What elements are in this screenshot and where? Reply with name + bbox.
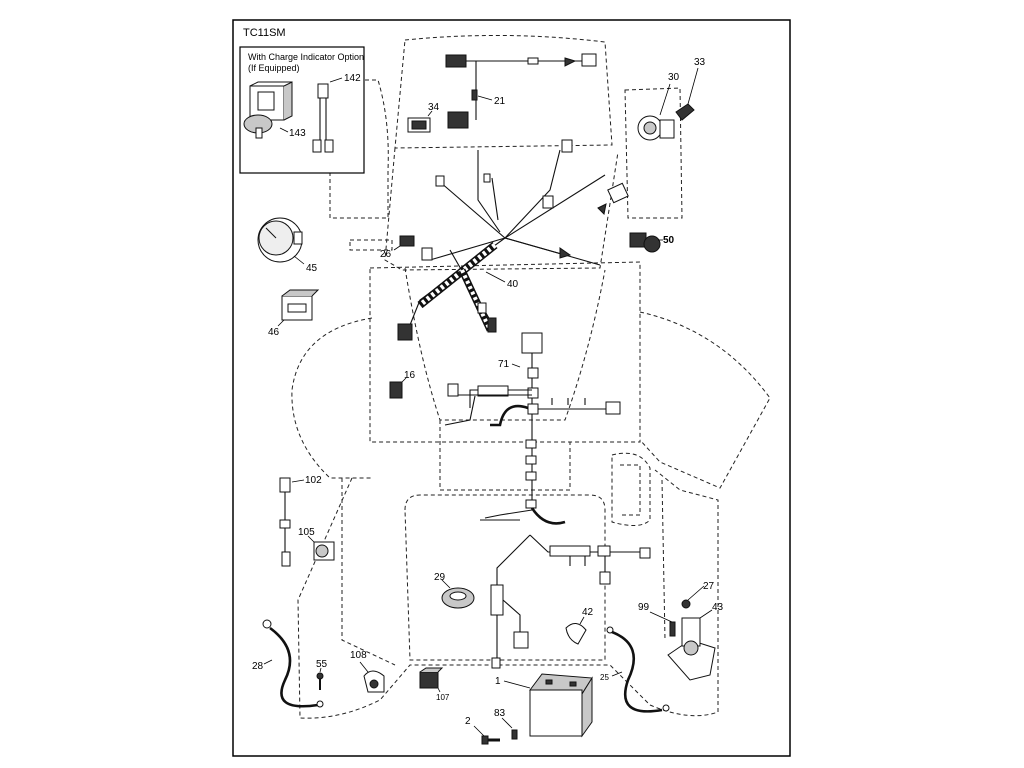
- callout-33: 33: [694, 57, 706, 68]
- callout-55: 55: [316, 659, 328, 670]
- callout-43: 43: [712, 602, 724, 613]
- charge-indicator-harness: [312, 83, 334, 153]
- part-107: [419, 667, 444, 689]
- switch-16: [389, 381, 403, 399]
- callout-26: 26: [380, 249, 392, 260]
- fuse-holder-102: [279, 477, 291, 567]
- clip-42: [565, 623, 587, 645]
- cable-28: [262, 619, 324, 708]
- callout-42: 42: [582, 607, 594, 618]
- callout-25: 25: [600, 673, 609, 682]
- callout-143: 143: [289, 128, 306, 139]
- callout-34: 34: [428, 102, 440, 113]
- callout-29: 29: [434, 572, 446, 583]
- callout-105: 105: [298, 527, 315, 538]
- main-harness-40: [397, 139, 629, 341]
- lower-harness: [490, 534, 651, 669]
- callout-2: 2: [465, 716, 471, 727]
- hour-meter-46: [281, 289, 320, 321]
- callout-40: 40: [507, 279, 519, 290]
- callout-50: 50: [663, 235, 675, 246]
- part-29: [441, 587, 475, 609]
- callout-107: 107: [436, 693, 450, 702]
- pto-switch-50: [629, 232, 661, 253]
- callout-27: 27: [703, 581, 715, 592]
- diagram-code: TC11SM: [243, 27, 286, 39]
- callout-46: 46: [268, 327, 280, 338]
- battery-1: [529, 673, 593, 738]
- gauge-45: [257, 217, 303, 263]
- screw-55: [316, 672, 324, 690]
- harness-71: [444, 332, 621, 525]
- callout-108: 108: [350, 650, 367, 661]
- key-33: [675, 103, 695, 121]
- inset-title-line2: (If Equipped): [248, 63, 300, 73]
- callout-45: 45: [306, 263, 318, 274]
- callout-142: 142: [344, 73, 361, 84]
- callout-71: 71: [498, 359, 510, 370]
- relay-26: [399, 235, 415, 247]
- callout-1: 1: [495, 676, 501, 687]
- bolt-2: [481, 735, 500, 745]
- callout-16: 16: [404, 370, 416, 381]
- harness-21: [445, 53, 597, 129]
- chassis-outline: [291, 34, 771, 719]
- callout-30: 30: [668, 72, 680, 83]
- callout-83: 83: [494, 708, 506, 719]
- inset-title-line1: With Charge Indicator Option: [248, 52, 364, 62]
- part-108: [363, 670, 385, 693]
- callout-102: 102: [305, 475, 322, 486]
- solenoid-43: [667, 599, 716, 681]
- charge-indicator-inset: With Charge Indicator Option (If Equippe…: [239, 46, 365, 174]
- ignition-switch-30: [637, 115, 675, 141]
- cable-25: [606, 626, 670, 713]
- charge-indicator-part: [243, 81, 293, 139]
- switch-34: [407, 117, 431, 133]
- callout-21: 21: [494, 96, 506, 107]
- relay-105: [313, 541, 335, 561]
- callout-99: 99: [638, 602, 650, 613]
- bolt-99: [669, 621, 676, 637]
- nut-83: [511, 729, 518, 740]
- callout-28: 28: [252, 661, 264, 672]
